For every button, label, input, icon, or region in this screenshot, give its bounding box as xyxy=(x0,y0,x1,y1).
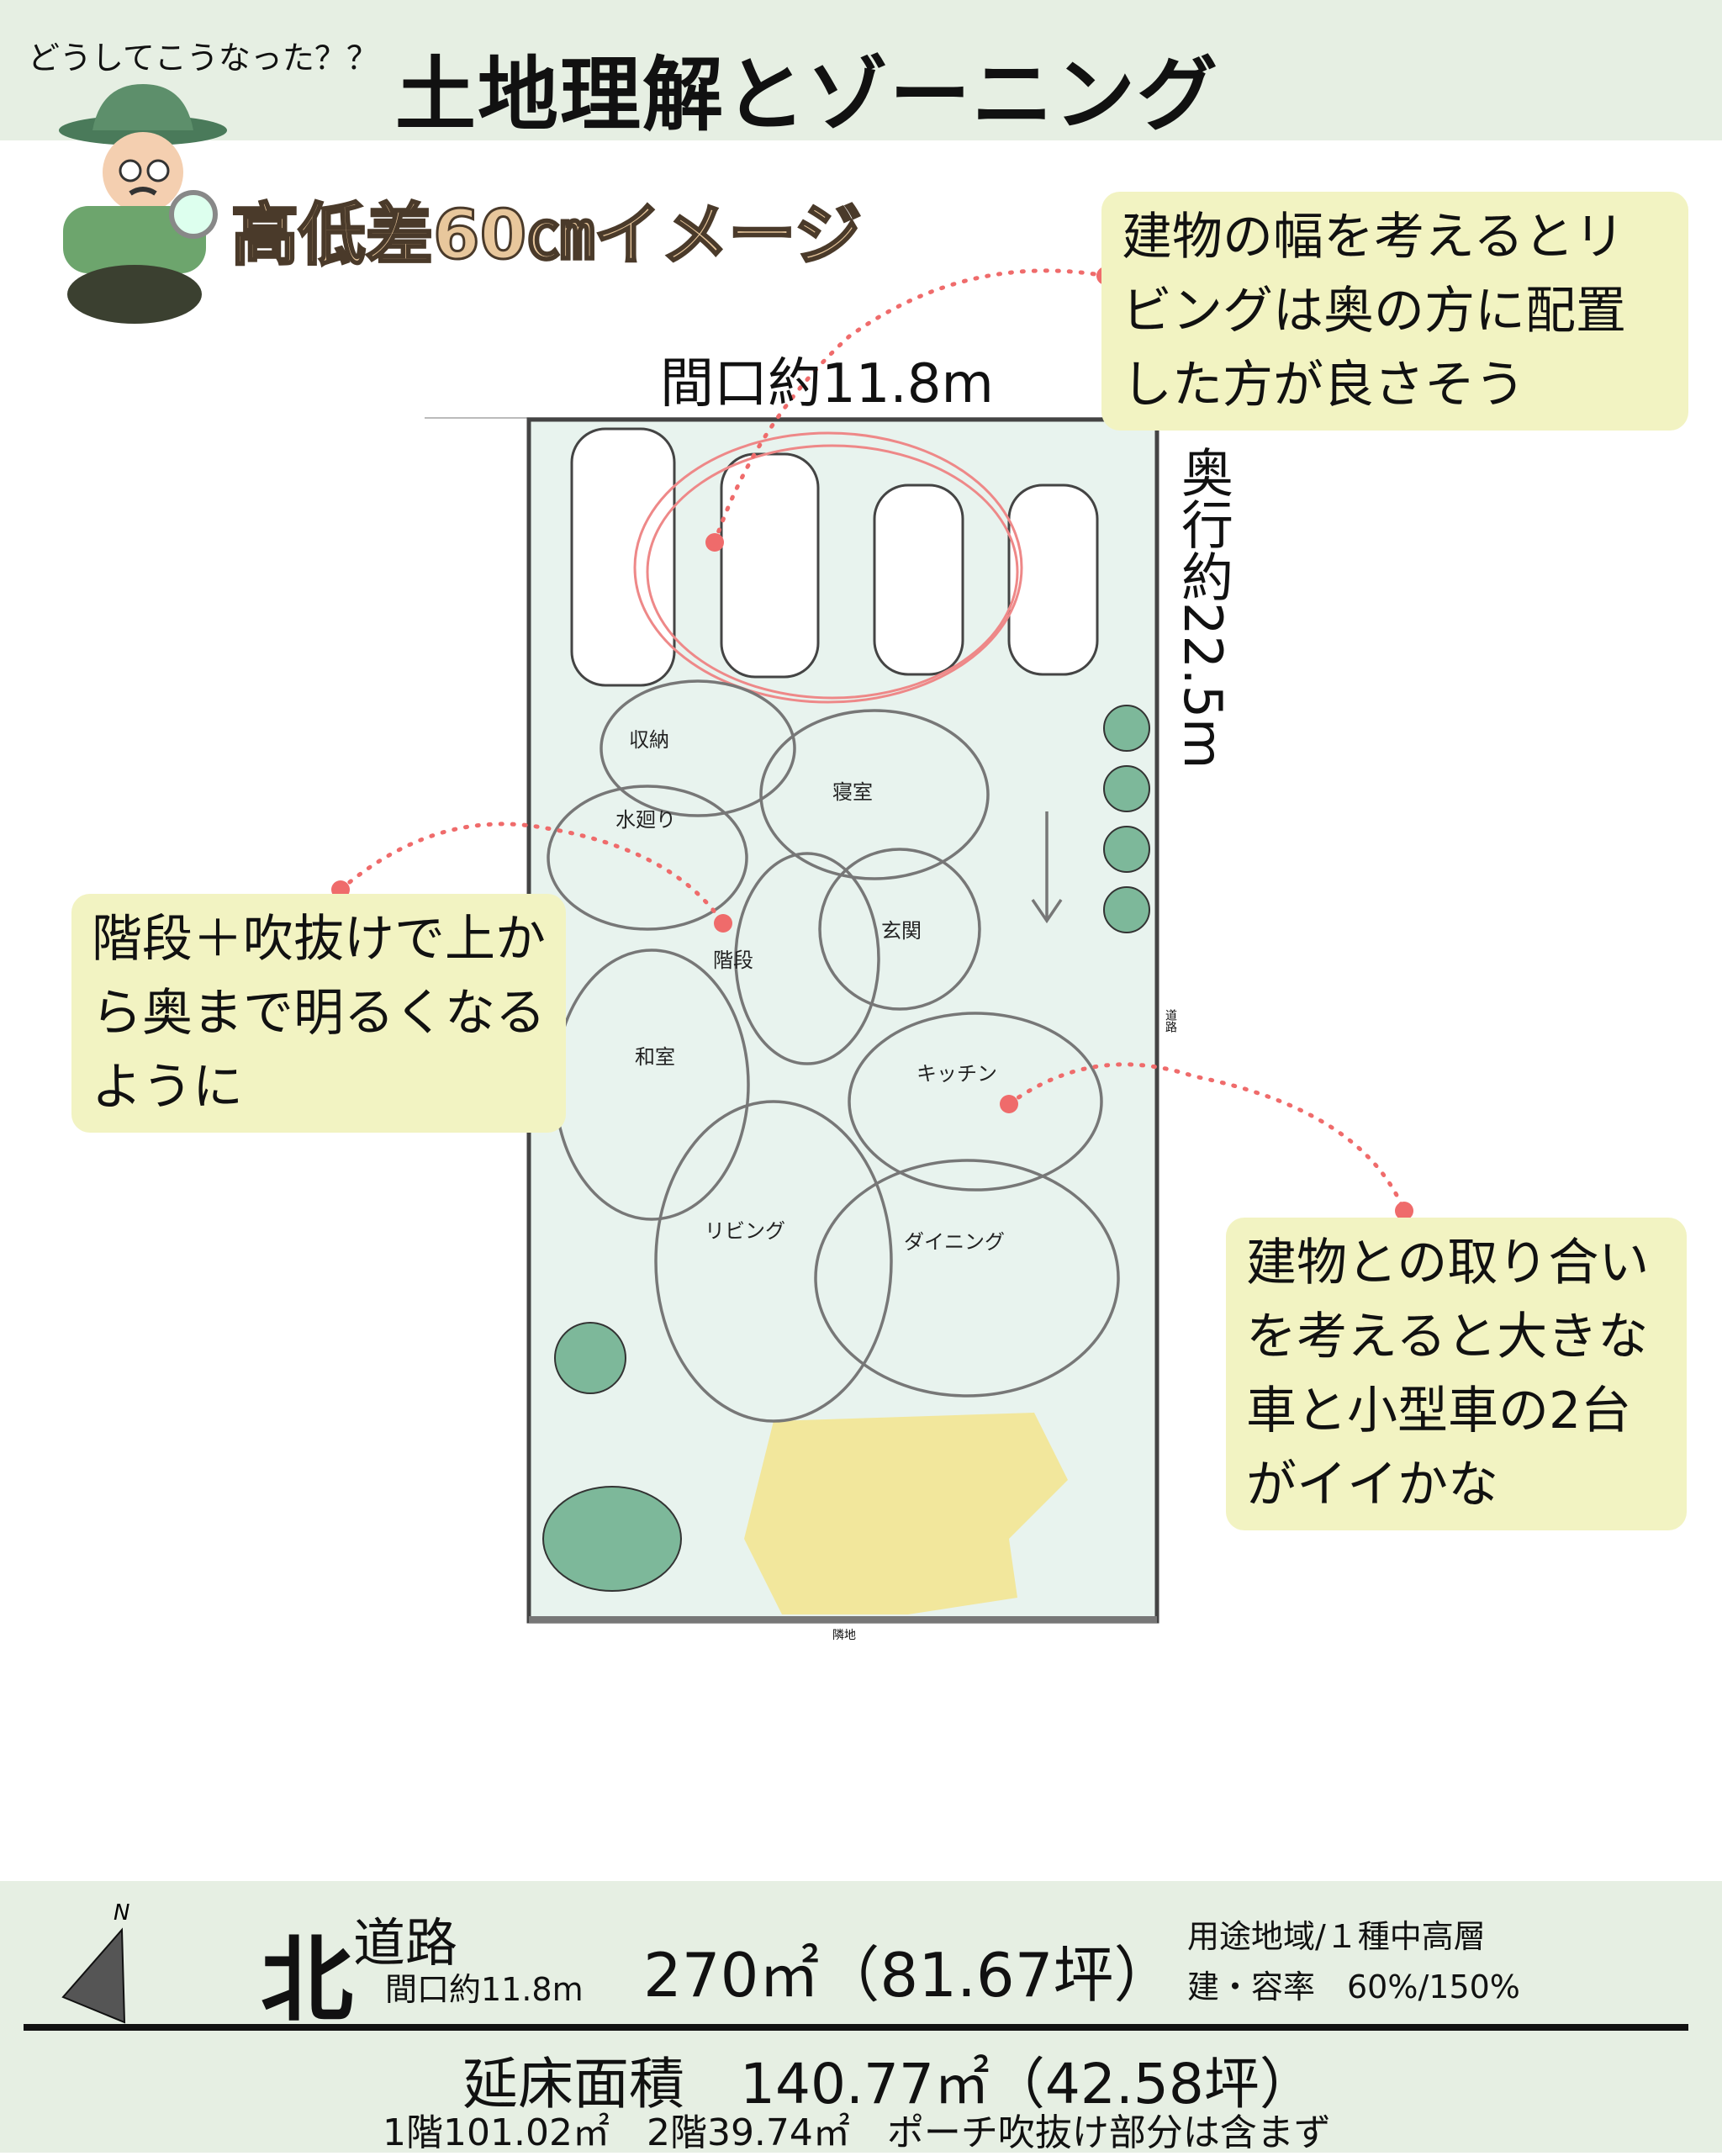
cars xyxy=(570,427,1099,687)
question-text: どうしてこうなった？？ xyxy=(28,40,378,77)
north-arrow-icon: N xyxy=(61,1900,129,2024)
north-label: 北 xyxy=(261,1926,353,2034)
neighbor-label: 隣地 xyxy=(832,1629,856,1642)
header-band xyxy=(0,0,1722,140)
zone-bedroom: 寝室 xyxy=(832,780,873,804)
zone-entrance: 玄関 xyxy=(881,919,922,943)
zone-japanese-room: 和室 xyxy=(635,1045,675,1069)
parking-circle xyxy=(633,431,1023,704)
depth-label: 奥行約22.5m xyxy=(1172,446,1233,769)
page-title: 土地理解とゾーニング xyxy=(395,48,1219,142)
shrubs xyxy=(542,705,1150,1592)
zone-living: リビング xyxy=(705,1219,785,1243)
height-difference-label: 高低差60㎝イメージ xyxy=(230,195,864,276)
road-label: 道路 xyxy=(353,1912,458,1974)
callout-stairs-atrium: 階段＋吹抜けで上から奥まで明るくなるように xyxy=(71,894,566,1133)
total-floor-area: 延床面積 140.77㎡（42.58坪） xyxy=(462,2052,1315,2116)
callout-parking: 建物との取り合いを考えると大きな車と小型車の2台がイイかな xyxy=(1226,1218,1687,1530)
car-small xyxy=(873,484,964,676)
footer-frontage: 間口約11.8m xyxy=(385,1971,584,2008)
zone-storage: 収納 xyxy=(629,728,669,752)
floor-breakdown: 1階101.02㎡ 2階39.74㎡ ポーチ吹抜け部分は含まず xyxy=(383,2111,1331,2154)
car-large xyxy=(570,427,676,687)
site-plan: 収納 寝室 水廻り 階段 玄関 和室 キッチン リビング ダイニング xyxy=(331,267,1413,1624)
road-side-label: 道路 xyxy=(1164,1009,1177,1033)
footer-divider xyxy=(24,2024,1688,2031)
site-area: 270㎡（81.67坪） xyxy=(643,1940,1175,2011)
detective-illustration xyxy=(59,84,227,324)
zoning-district: 用途地域/１種中高層 xyxy=(1187,1918,1486,1955)
garden-area xyxy=(744,1413,1068,1614)
callout-lines xyxy=(338,268,1407,1213)
zone-wet-area: 水廻り xyxy=(615,808,676,832)
footer-band xyxy=(0,1881,1722,2153)
zone-kitchen: キッチン xyxy=(916,1062,997,1086)
svg-text:N: N xyxy=(114,1900,129,1926)
coverage-ratio: 建・容率 60%/150% xyxy=(1187,1968,1520,2005)
zone-dining: ダイニング xyxy=(904,1230,1005,1254)
callout-living-placement: 建物の幅を考えるとリビングは奥の方に配置した方が良さそう xyxy=(1101,192,1688,431)
car-small-2 xyxy=(1007,484,1099,676)
frontage-label: 間口約11.8m xyxy=(660,353,994,415)
zone-stairs: 階段 xyxy=(713,949,753,972)
